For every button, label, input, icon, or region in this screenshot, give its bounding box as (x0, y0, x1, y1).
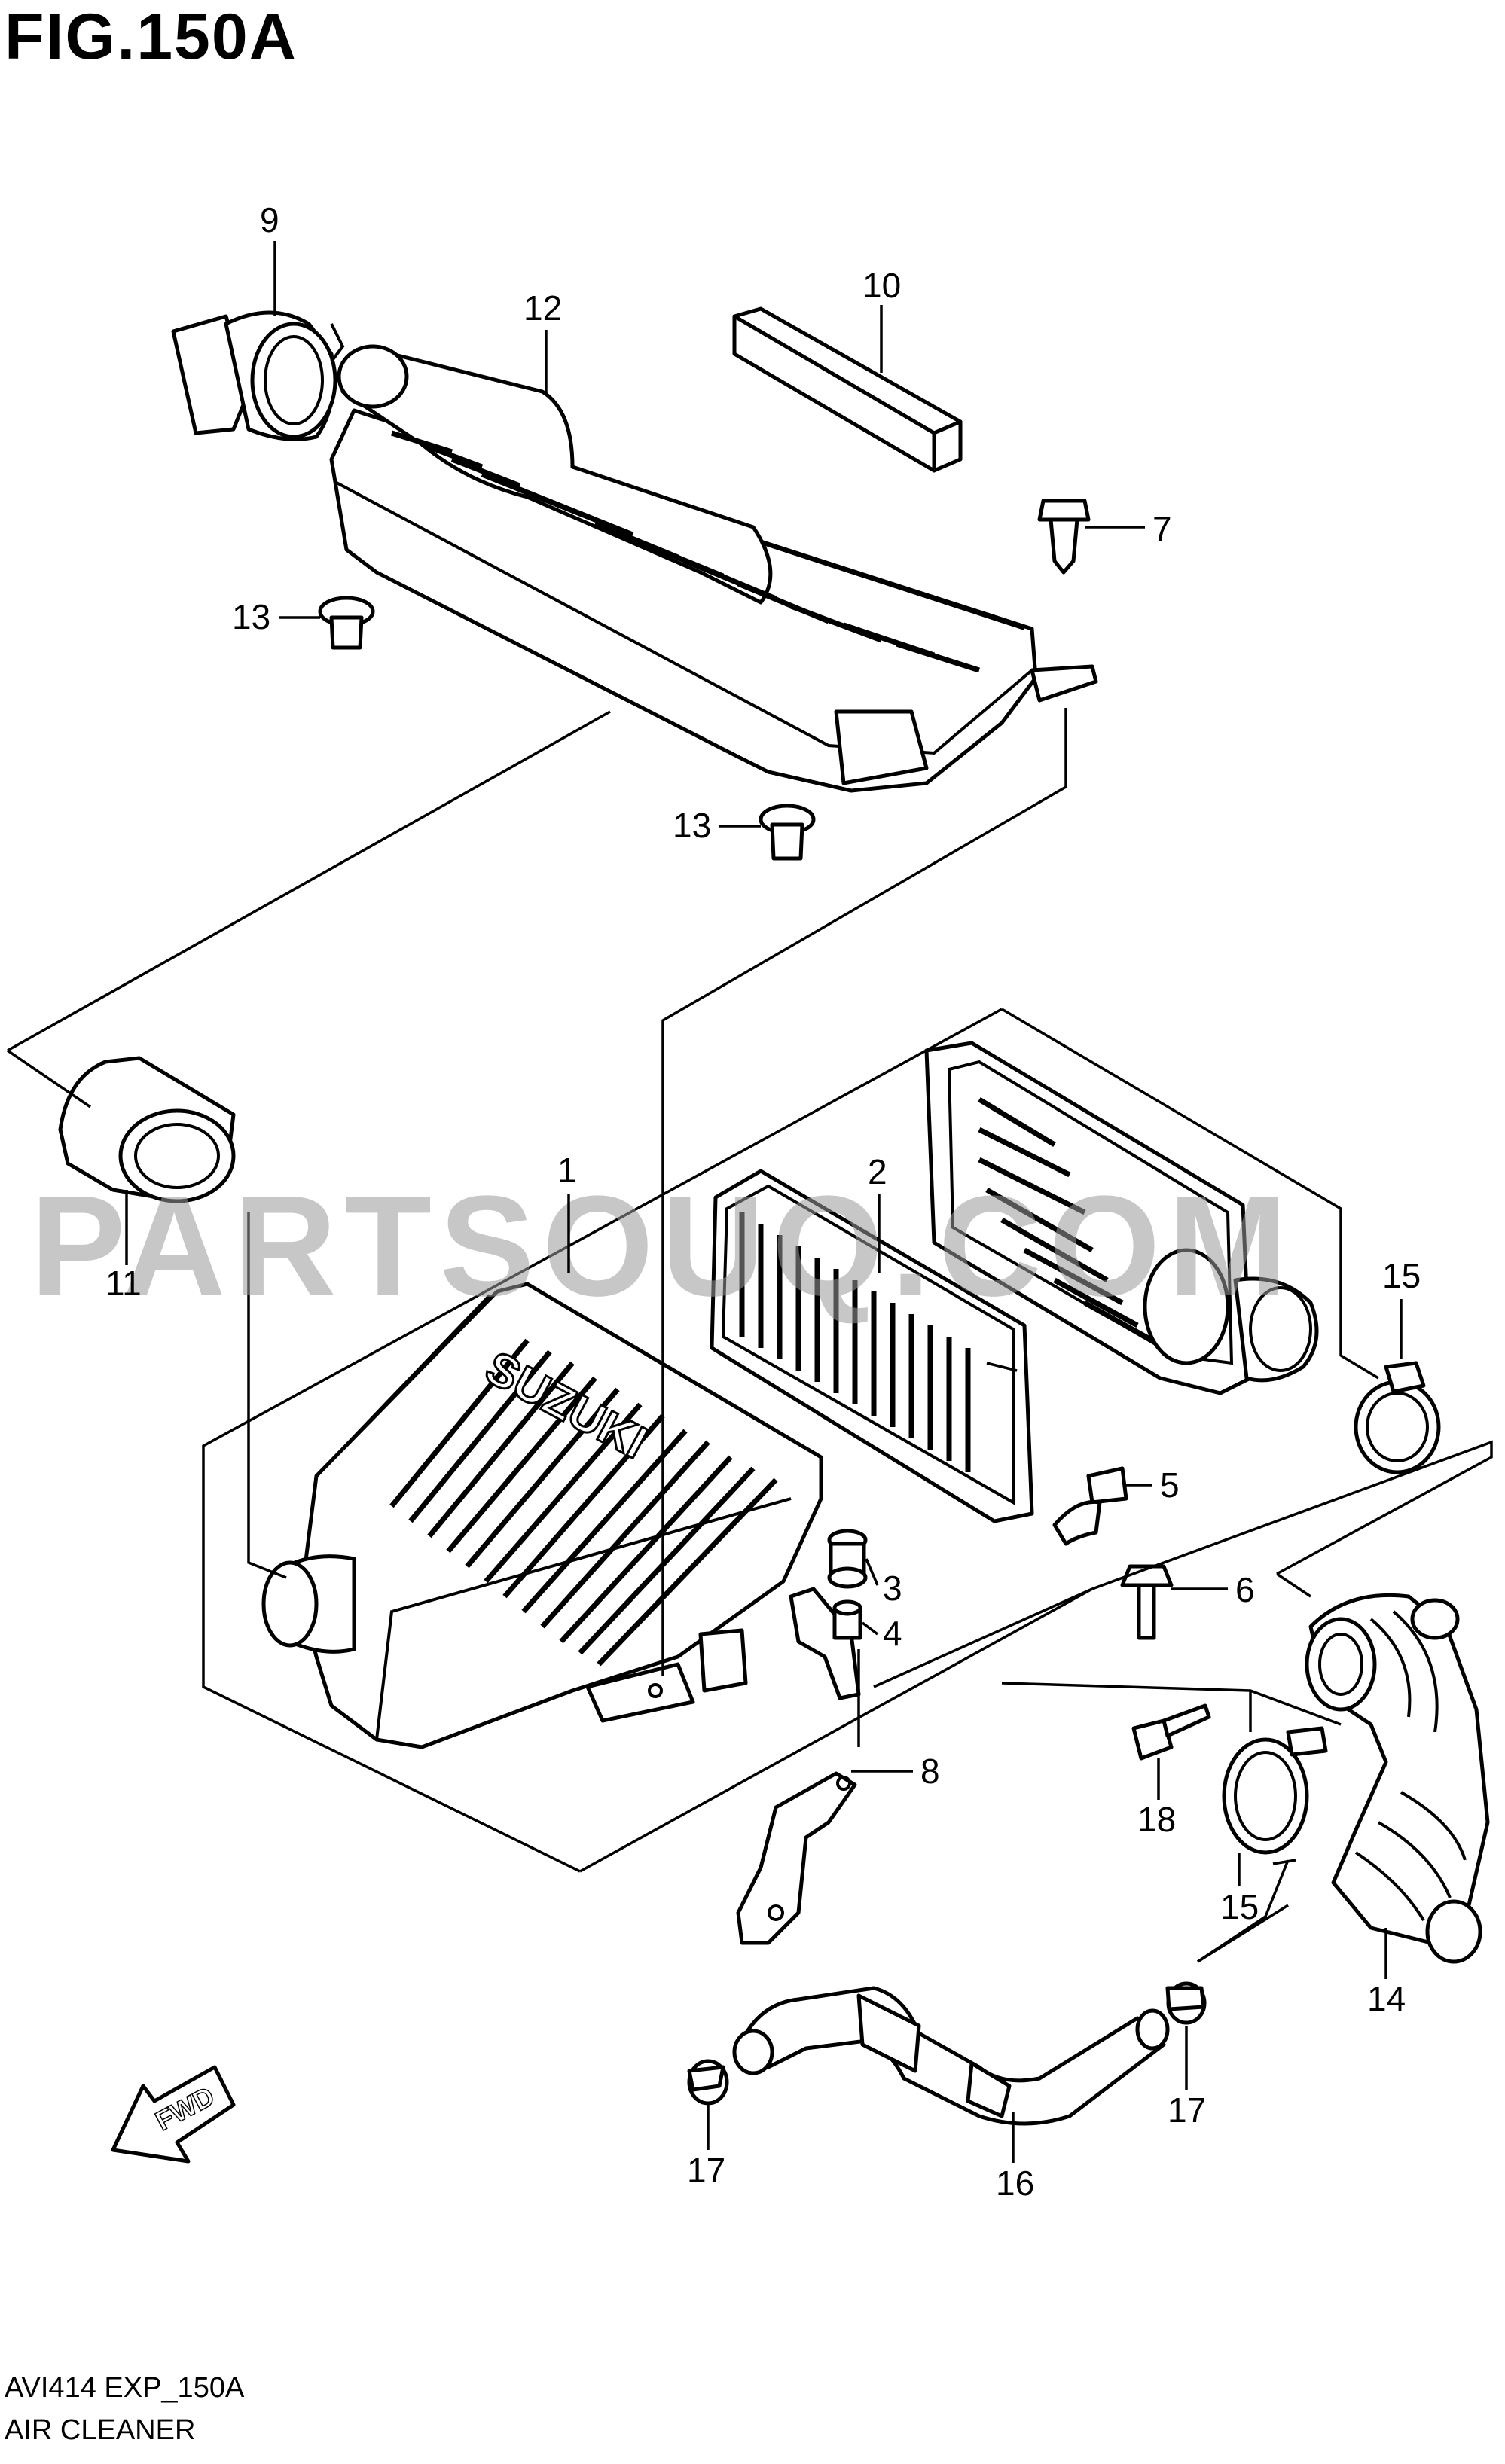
callout-3: 3 (865, 1558, 902, 1608)
svg-text:15: 15 (1382, 1256, 1421, 1295)
svg-text:3: 3 (883, 1569, 902, 1608)
assembly-lines (7, 708, 1493, 1963)
fwd-arrow-icon: FWD (111, 2065, 236, 2164)
part-2-filter-element[interactable] (710, 1169, 1034, 1523)
svg-text:2: 2 (868, 1152, 887, 1191)
part-15-clamp-lower[interactable] (1222, 1726, 1328, 1855)
svg-text:18: 18 (1137, 1800, 1176, 1839)
figure-title: FIG.150A (5, 1, 298, 73)
svg-text:16: 16 (996, 2164, 1034, 2203)
callout-4: 4 (861, 1614, 902, 1653)
callout-16: 16 (996, 2112, 1034, 2203)
callout-17a: 17 (687, 2105, 725, 2190)
outlet-cover-ribs (978, 1096, 1154, 1343)
part-8-bracket[interactable] (736, 1771, 857, 1945)
svg-text:17: 17 (1168, 2090, 1206, 2130)
callout-13a: 13 (232, 597, 320, 636)
svg-text:7: 7 (1152, 509, 1172, 548)
callout-7: 7 (1085, 509, 1172, 548)
callout-8: 8 (851, 1752, 940, 1791)
part-17-clip-right[interactable] (1165, 1981, 1207, 2025)
part-5-clip[interactable] (1052, 1466, 1128, 1546)
callout-12: 12 (524, 288, 562, 395)
svg-text:17: 17 (687, 2151, 725, 2190)
part-9-inlet-duct[interactable] (171, 310, 345, 441)
callout-15a: 15 (1382, 1256, 1421, 1359)
part-13-grommet-upper[interactable] (318, 596, 375, 650)
svg-text:9: 9 (260, 200, 279, 239)
watermark: PARTSOUQ.COM (30, 1166, 1295, 1326)
callout-1: 1 (557, 1151, 577, 1273)
outlet-cover[interactable] (924, 1041, 1319, 1395)
part-12-ribs (390, 430, 981, 673)
part-11-intake-duct[interactable] (58, 1056, 236, 1203)
svg-text:13: 13 (232, 597, 270, 636)
svg-text:8: 8 (920, 1752, 940, 1791)
callout-5: 5 (1126, 1465, 1180, 1505)
part-13-grommet-lower[interactable] (759, 804, 816, 861)
callouts: 9 12 10 7 13 13 1 2 (105, 200, 1421, 2203)
callout-6: 6 (1171, 1570, 1255, 1609)
callout-18: 18 (1137, 1758, 1176, 1839)
svg-text:12: 12 (524, 288, 562, 328)
part-17-clip-left[interactable] (687, 2059, 729, 2106)
callout-9: 9 (260, 200, 279, 316)
part-14-outlet-hose[interactable] (1305, 1593, 1490, 1964)
svg-text:14: 14 (1367, 1979, 1406, 2018)
callout-14: 14 (1367, 1928, 1406, 2018)
svg-text:5: 5 (1160, 1465, 1180, 1505)
callout-10: 10 (862, 266, 901, 373)
part-6-bolt[interactable] (1120, 1564, 1174, 1640)
part-10-foam-strip[interactable] (732, 306, 963, 473)
callout-13b: 13 (673, 806, 761, 845)
figure-name: AIR CLEANER (5, 2414, 196, 2446)
svg-text:13: 13 (673, 806, 711, 845)
svg-text:10: 10 (862, 266, 901, 305)
callout-17b: 17 (1168, 2026, 1206, 2130)
part-1-lower-case[interactable]: SUZUKI (261, 1282, 861, 1749)
part-4-collar[interactable] (832, 1599, 862, 1640)
part-7-push-clip[interactable] (1037, 499, 1091, 575)
callout-11: 11 (105, 1190, 142, 1303)
part-14-ribs (1354, 1610, 1467, 1922)
part-2-pleats (739, 1212, 971, 1472)
callout-15b: 15 (1220, 1853, 1259, 1926)
figure-code: AVI414 EXP_150A (5, 2372, 245, 2404)
part-12-upper-case[interactable] (329, 344, 1098, 793)
part-18-bolt[interactable] (1131, 1703, 1211, 1761)
svg-text:11: 11 (105, 1264, 142, 1303)
part-16-hose[interactable] (732, 1986, 1170, 2126)
svg-text:4: 4 (883, 1614, 902, 1653)
part-3-grommet[interactable] (827, 1529, 868, 1589)
part-1-ribs (389, 1338, 778, 1667)
svg-text:6: 6 (1235, 1570, 1255, 1609)
callout-2: 2 (868, 1152, 887, 1273)
part-15-clamp-upper[interactable] (1354, 1361, 1441, 1474)
svg-text:1: 1 (557, 1151, 577, 1190)
svg-text:15: 15 (1220, 1887, 1259, 1926)
